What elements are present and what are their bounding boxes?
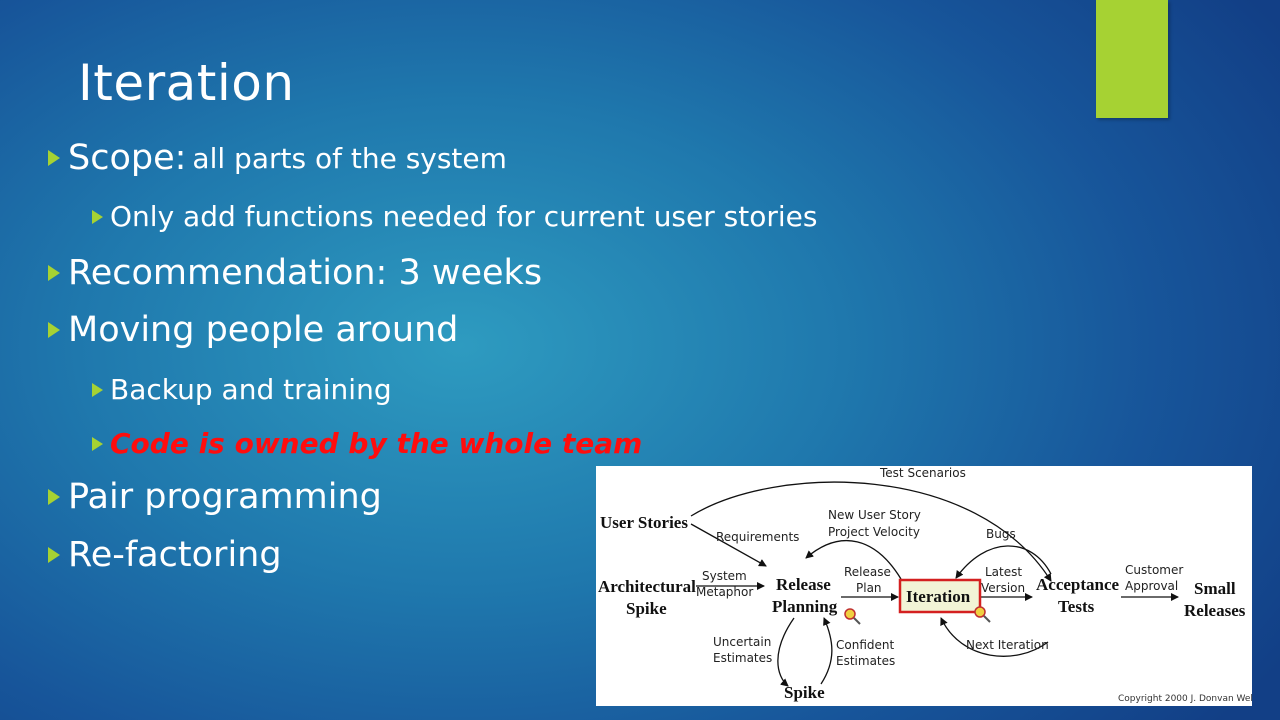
label-requirements: Requirements [716,530,799,544]
bullet-scope-main: Scope: [68,138,187,178]
bullet-text-emphasis: Code is owned by the whole team [110,427,643,460]
accent-bar [1096,0,1168,118]
bullet-arrow-icon [92,382,103,397]
label-latest-version-line2: Version [981,581,1025,595]
bullet-arrow-icon [92,209,103,224]
label-test-scenarios: Test Scenarios [879,466,966,480]
xp-process-diagram: User Stories Architectural Spike Release… [596,466,1252,706]
bullet-recommendation: Recommendation: 3 weeks [48,253,542,293]
bullet-code-owned: Code is owned by the whole team [92,427,642,460]
label-new-user-story-line1: New User Story [828,508,921,522]
bullet-text: Only add functions needed for current us… [110,200,818,233]
bullet-text: Re-factoring [68,535,282,575]
bullet-refactoring: Re-factoring [48,535,282,575]
bullet-pair-programming: Pair programming [48,477,382,517]
label-confident-estimates-line2: Estimates [836,654,895,668]
magnifier-icon [974,606,991,623]
bullet-moving-people: Moving people around [48,310,458,350]
slide-title: Iteration [78,54,295,112]
node-architectural-spike-line2: Spike [626,599,667,618]
label-release-plan-line2: Plan [856,581,882,595]
label-next-iteration: Next Iteration [966,638,1049,652]
label-confident-estimates-line1: Confident [836,638,894,652]
node-acceptance-tests-line1: Acceptance [1036,575,1120,594]
bullet-text: Pair programming [68,477,382,517]
label-latest-version-line1: Latest [985,565,1022,579]
node-acceptance-tests-line2: Tests [1058,597,1095,616]
bullet-arrow-icon [48,322,60,338]
label-copyright: Copyright 2000 J. Donvan Wells [1118,694,1252,704]
node-release-planning-line2: Planning [772,597,838,616]
bullet-arrow-icon [48,547,60,563]
edge-next-iteration [940,617,1049,657]
bullet-arrow-icon [92,436,103,451]
bullet-text: Backup and training [110,373,392,406]
node-small-releases-line1: Small [1194,579,1236,598]
node-architectural-spike-line1: Architectural [598,577,696,596]
label-system-metaphor-line2: Metaphor [696,585,753,599]
bullet-only-add-functions: Only add functions needed for current us… [92,200,817,233]
bullet-arrow-icon [48,489,60,505]
node-release-planning-line1: Release [776,575,831,594]
edge-confident-estimates [820,617,833,685]
edge-uncertain-estimates [777,617,795,687]
xp-process-diagram-svg: User Stories Architectural Spike Release… [598,466,1252,704]
label-system-metaphor-line1: System [702,569,747,583]
edge-test-scenarios [690,481,1052,582]
label-new-user-story-line2: Project Velocity [828,525,920,539]
edge-bugs [955,545,1052,579]
label-customer-approval-line1: Customer [1125,563,1183,577]
node-user-stories: User Stories [600,513,688,532]
label-bugs: Bugs [986,527,1016,541]
bullet-text: Moving people around [68,310,459,350]
edge-requirements [690,523,767,567]
bullet-backup-training: Backup and training [92,373,392,406]
label-uncertain-estimates-line2: Estimates [713,651,772,665]
label-uncertain-estimates-line1: Uncertain [713,635,771,649]
bullet-arrow-icon [48,150,60,166]
label-customer-approval-line2: Approval [1125,579,1178,593]
edge-new-user-story [805,540,902,580]
iteration-highlight-box [898,578,982,614]
label-release-plan-line1: Release [844,565,891,579]
diagram-edges [690,481,1179,687]
magnifier-icon [844,608,861,625]
bullet-scope: Scope: all parts of the system [48,138,507,178]
bullet-scope-detail: all parts of the system [192,141,507,175]
node-small-releases-line2: Releases [1184,601,1246,620]
bullet-arrow-icon [48,265,60,281]
bullet-text: Recommendation: 3 weeks [68,253,543,293]
node-iteration: Iteration [906,587,971,606]
node-spike: Spike [784,683,825,702]
